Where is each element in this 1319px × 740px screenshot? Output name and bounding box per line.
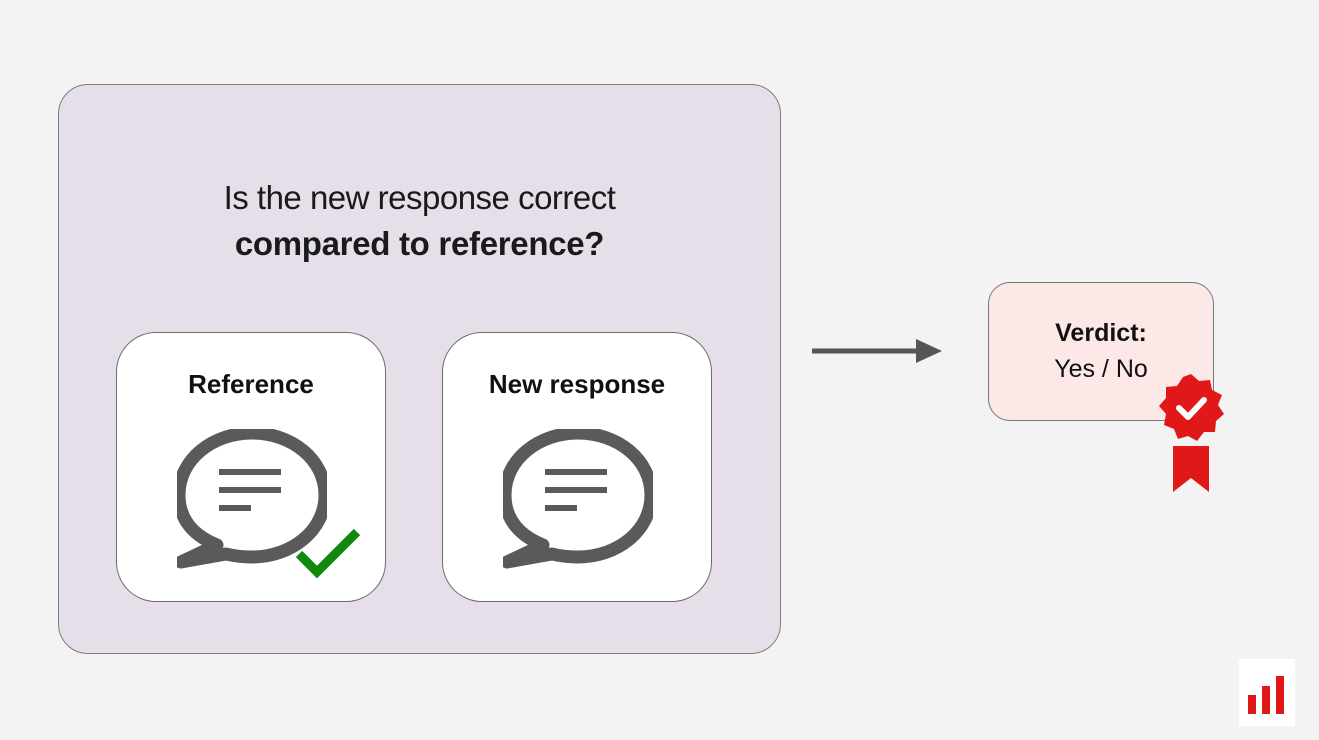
question-line-1: Is the new response correct xyxy=(223,179,616,216)
award-ribbon-icon xyxy=(1159,374,1224,492)
speech-bubble-icon xyxy=(503,429,653,569)
reference-card-title: Reference xyxy=(188,369,314,399)
speech-bubble-icon xyxy=(177,429,327,569)
verdict-title: Verdict: xyxy=(1055,319,1147,347)
checkmark-icon xyxy=(295,528,361,579)
question-line-2: compared to reference? xyxy=(234,225,605,262)
bar-chart-logo-icon xyxy=(1248,676,1284,714)
comparison-panel: Is the new response correct compared to … xyxy=(58,84,781,654)
verdict-value: Yes / No xyxy=(1054,355,1148,383)
new-response-card-title: New response xyxy=(488,369,666,399)
verdict-box: Verdict: Yes / No xyxy=(988,282,1214,421)
new-response-card: New response xyxy=(442,332,712,602)
right-arrow-icon xyxy=(812,339,942,363)
question-text: Is the new response correct compared to … xyxy=(59,175,780,267)
brand-logo xyxy=(1239,659,1295,726)
reference-card: Reference xyxy=(116,332,386,602)
